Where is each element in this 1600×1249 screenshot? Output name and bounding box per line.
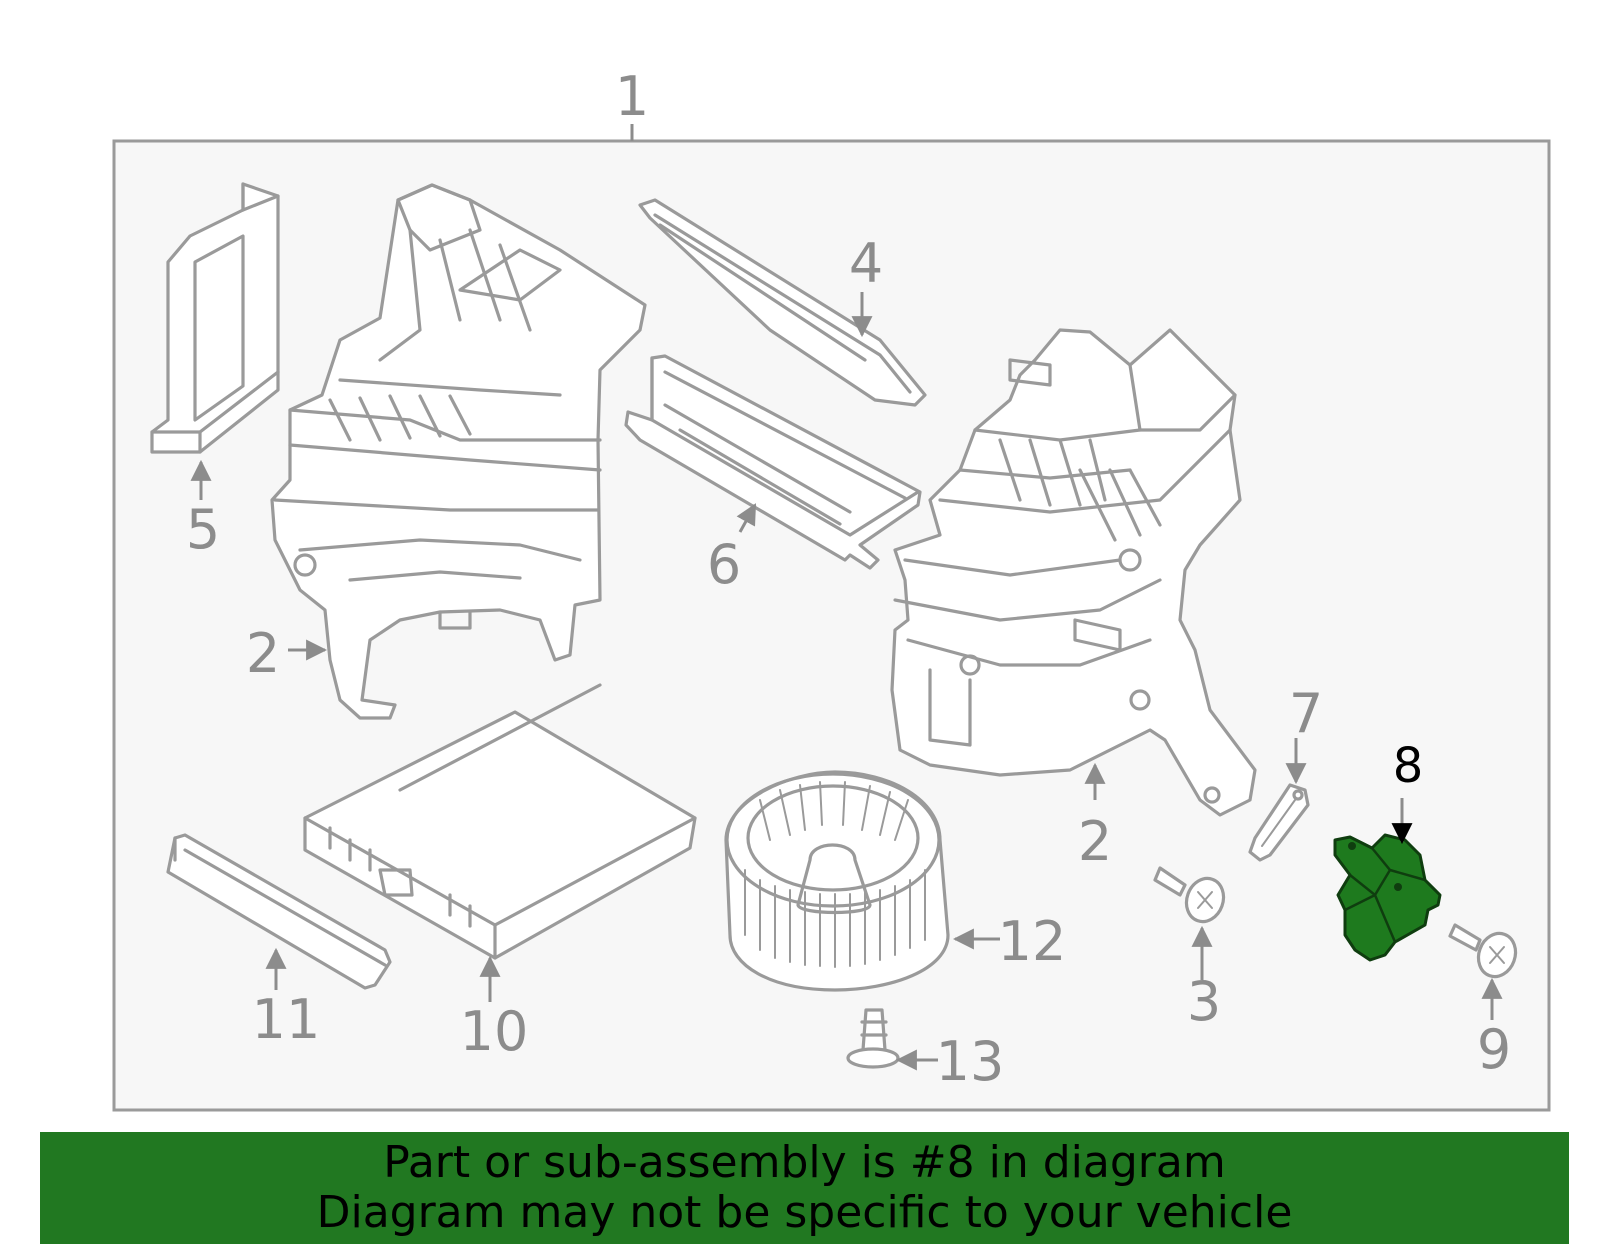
callout-2-left: 2 (246, 622, 280, 685)
banner-line-2: Diagram may not be specific to your vehi… (316, 1187, 1293, 1238)
callout-13: 13 (936, 1030, 1005, 1093)
info-banner: Part or sub-assembly is #8 in diagram Di… (40, 1132, 1569, 1244)
part-2-blower-housing (890, 328, 1257, 817)
callout-8: 8 (1393, 738, 1424, 794)
callout-10: 10 (460, 1000, 529, 1063)
callout-2-right: 2 (1078, 810, 1112, 873)
part-9-screw (1448, 923, 1518, 979)
leader-lines (190, 292, 1503, 1071)
part-13-clip (846, 1008, 900, 1069)
callout-9: 9 (1477, 1018, 1511, 1081)
banner-line-1: Part or sub-assembly is #8 in diagram (383, 1137, 1226, 1188)
callout-4: 4 (849, 232, 883, 295)
callout-11: 11 (252, 988, 321, 1051)
callout-7: 7 (1289, 682, 1323, 745)
part-7-lever (1248, 783, 1310, 862)
callout-6: 6 (707, 533, 741, 596)
callout-3: 3 (1187, 970, 1221, 1033)
callout-12: 12 (998, 910, 1067, 973)
part-4-seal (638, 198, 927, 407)
part-5-filter-frame (150, 182, 280, 454)
part-10-filter (303, 683, 697, 960)
parts-diagram: 1 4 5 6 2 7 8 2 12 3 11 10 9 13 (112, 65, 1551, 1112)
part-12-blower-wheel (724, 770, 950, 992)
part-2-left-housing (270, 183, 647, 720)
part-6-bracket (624, 354, 922, 570)
callout-1: 1 (615, 65, 649, 128)
part-11-strip (166, 833, 392, 990)
callout-5: 5 (186, 498, 220, 561)
part-3-screw (1153, 866, 1226, 924)
